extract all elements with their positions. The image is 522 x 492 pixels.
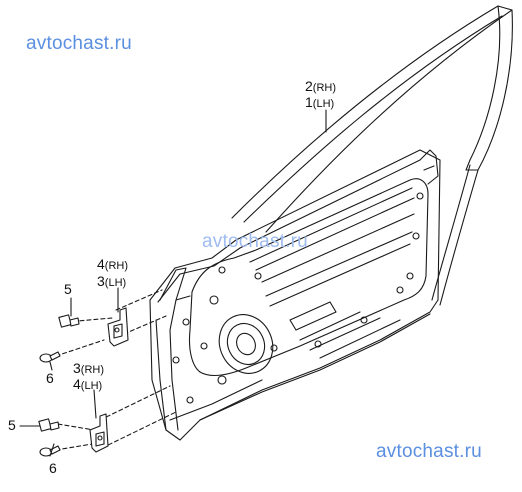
callout-door-lh: 1(LH) xyxy=(305,94,335,110)
watermark-top: avtochast.ru xyxy=(26,33,132,54)
callout-upper-hinge-lh: 3(LH) xyxy=(97,273,127,289)
callout-bolt-5-upper: 5 xyxy=(64,281,72,297)
callout-lower-hinge-lh: 4(LH) xyxy=(73,376,103,392)
callout-bolt-6-upper: 6 xyxy=(46,370,54,386)
hinge-guide-lines xyxy=(55,289,177,451)
lower-hinge xyxy=(89,413,109,453)
bolt-6-upper xyxy=(39,351,61,363)
callout-bolt-6-lower: 6 xyxy=(49,460,57,476)
callout-lower-hinge-rh: 3(RH) xyxy=(73,360,105,376)
leader-lines xyxy=(19,109,327,457)
watermark-middle: avtochast.ru xyxy=(202,231,308,252)
bolt-5-upper xyxy=(58,314,80,328)
door-window-frame xyxy=(231,5,513,306)
upper-hinge xyxy=(107,307,129,347)
callout-bolt-5-lower: 5 xyxy=(8,417,16,433)
watermark-bottom: avtochast.ru xyxy=(376,441,482,462)
callout-door-rh: 2(RH) xyxy=(305,78,337,94)
bolt-5-lower xyxy=(38,418,60,432)
door-panel xyxy=(149,149,441,441)
callout-upper-hinge-rh: 4(RH) xyxy=(97,256,129,272)
